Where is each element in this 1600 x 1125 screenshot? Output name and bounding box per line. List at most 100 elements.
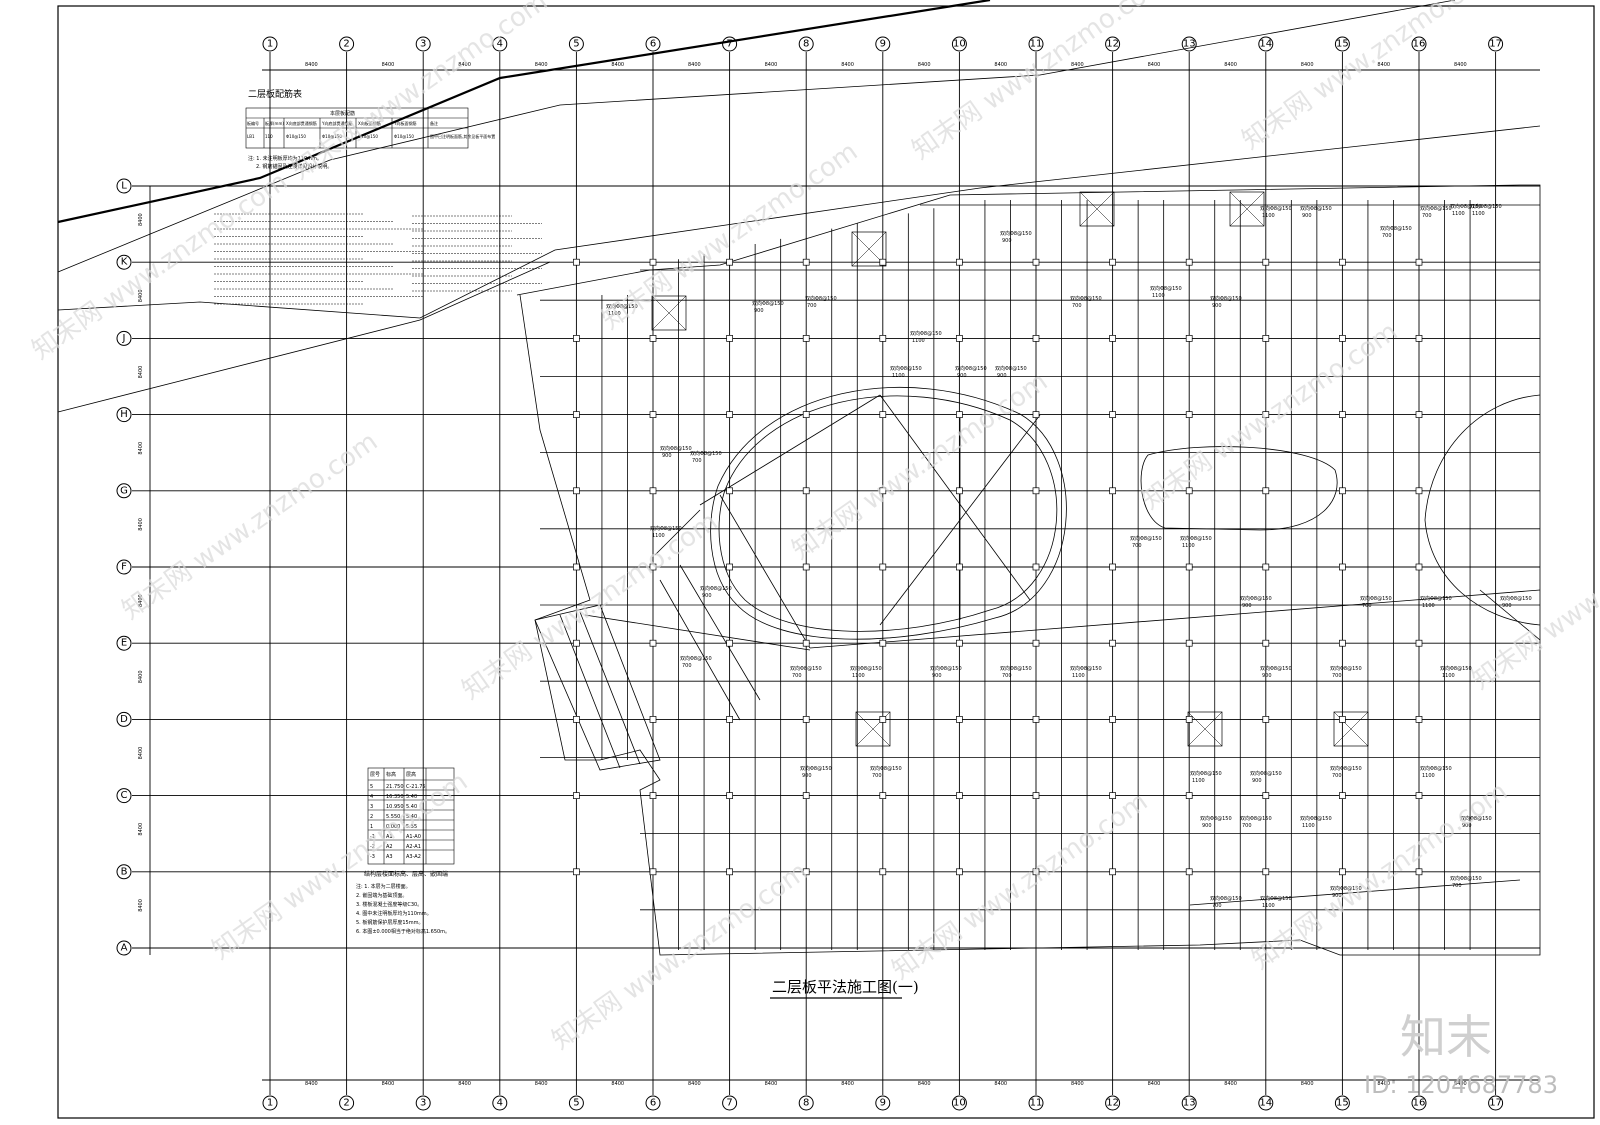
spacing-label: 8400 xyxy=(138,747,144,760)
slab-dim-label: 900 xyxy=(1212,303,1222,309)
elevation-cell: A3 xyxy=(386,854,393,860)
slab-rebar-label: 双向Φ8@150 xyxy=(1460,815,1492,822)
rebar-table-cell: 110 xyxy=(265,134,273,139)
axis-bubble-col: 1 xyxy=(262,1095,278,1111)
axis-label: 11 xyxy=(1030,1098,1043,1109)
spacing-label: 8400 xyxy=(138,823,144,836)
elevation-cell: -3 xyxy=(370,854,375,860)
spacing-label: 8400 xyxy=(841,62,854,68)
watermark-text: 知末网 www.znzmo.com xyxy=(1237,0,1503,156)
slab-rebar-label: 双向Φ8@150 xyxy=(790,665,822,672)
elevation-cell: 5 xyxy=(370,784,373,790)
elevation-cell: 1 xyxy=(370,824,373,830)
slab-rebar-label: 双向Φ8@150 xyxy=(1450,203,1482,210)
axis-label: 4 xyxy=(497,1098,503,1109)
slab-dim-label: 1100 xyxy=(1152,293,1165,299)
axis-bubble-row: C xyxy=(116,788,132,804)
slab-rebar-label: 双向Φ8@150 xyxy=(1260,205,1292,212)
slab-dim-label: 1100 xyxy=(1422,773,1435,779)
spacing-label: 8400 xyxy=(382,62,395,68)
column xyxy=(956,258,963,266)
column xyxy=(573,716,580,723)
axis-bubble-col: 4 xyxy=(492,36,508,52)
column xyxy=(649,792,657,799)
axis-label: 15 xyxy=(1336,39,1349,50)
column xyxy=(726,487,733,495)
spacing-label: 8400 xyxy=(138,899,144,912)
slab-dim-label: 900 xyxy=(1502,603,1512,609)
column xyxy=(573,792,580,799)
slab-dim-label: 1100 xyxy=(1302,823,1315,829)
rebar-note-2: 2. 钢筋锚固及连接详见设计说明。 xyxy=(256,163,332,170)
axis-label: C xyxy=(121,790,128,801)
column xyxy=(956,487,963,495)
column xyxy=(879,487,887,495)
watermark-text: 知末网 www.znzmo.com xyxy=(887,787,1153,986)
slab-dim-label: 1100 xyxy=(852,673,865,679)
spacing-label: 8400 xyxy=(1377,62,1390,68)
slab-dim-label: 1100 xyxy=(1472,211,1485,217)
design-notes xyxy=(214,213,542,305)
axis-bubble-row: G xyxy=(116,483,132,499)
column xyxy=(573,411,580,418)
slab-rebar-label: 双向Φ8@150 xyxy=(1150,285,1182,292)
slab-rebar-label: 双向Φ8@150 xyxy=(660,445,692,452)
slab-dim-label: 700 xyxy=(807,303,817,309)
spacing-label: 8400 xyxy=(1224,62,1237,68)
slab-dim-label: 700 xyxy=(1072,303,1082,309)
axis-bubble-col: 14 xyxy=(1258,1095,1274,1111)
spacing-label: 8400 xyxy=(765,62,778,68)
column xyxy=(726,563,733,571)
dimension-labels: 8400 8400 8400 8400 8400 8400 8400 8400 8400 8400… xyxy=(138,62,1467,1087)
slab-rebar-label: 双向Φ8@150 xyxy=(1240,815,1272,822)
axis-bubble-col: 9 xyxy=(875,36,891,52)
spacing-label: 8400 xyxy=(535,62,548,68)
column xyxy=(879,335,887,342)
column xyxy=(879,563,887,571)
axis-bubble-col: 12 xyxy=(1105,1095,1121,1111)
column xyxy=(1262,639,1270,647)
axis-label: A xyxy=(121,943,128,954)
slab-rebar-label: 双向Φ8@150 xyxy=(1130,535,1162,542)
column xyxy=(1109,639,1116,647)
axis-bubble-col: 4 xyxy=(492,1095,508,1111)
spacing-label: 8400 xyxy=(1301,62,1314,68)
slab-rebar-label: 双向Φ8@150 xyxy=(1260,665,1292,672)
axis-bubble-col: 8 xyxy=(798,1095,814,1111)
axis-label: 9 xyxy=(880,39,886,50)
axis-label: 1 xyxy=(267,1098,273,1109)
axis-label: 5 xyxy=(573,1098,579,1109)
column xyxy=(1032,639,1040,647)
column xyxy=(1109,716,1116,723)
slab-rebar-label: 双向Φ8@150 xyxy=(800,765,832,772)
slab-rebar-label: 双向Φ8@150 xyxy=(1260,895,1292,902)
column xyxy=(879,258,887,266)
axis-label: 8 xyxy=(803,1098,809,1109)
column xyxy=(649,639,657,647)
slab-rebar-label: 双向Φ8@150 xyxy=(1240,595,1272,602)
column xyxy=(1109,411,1116,418)
slab-rebar-label: 双向Φ8@150 xyxy=(955,365,987,372)
spacing-label: 8400 xyxy=(138,289,144,302)
column xyxy=(649,563,657,571)
slab-dim-label: 1100 xyxy=(892,373,905,379)
elevation-cell: 5.55 xyxy=(406,824,417,830)
column xyxy=(1262,487,1270,495)
slab-rebar-label: 双向Φ8@150 xyxy=(1440,665,1472,672)
elevation-note: 5. 板钢筋保护层厚度15mm。 xyxy=(356,919,423,926)
spacing-label: 8400 xyxy=(305,62,318,68)
column xyxy=(649,335,657,342)
elevation-cell: A3-A2 xyxy=(406,854,421,860)
spacing-label: 8400 xyxy=(1071,62,1084,68)
axis-label: 4 xyxy=(497,39,503,50)
rebar-table-cell: Φ10@150 xyxy=(322,134,342,139)
column xyxy=(1415,716,1423,723)
elevation-note: 6. 本图±0.000相当于绝对标高1.650m。 xyxy=(356,928,450,935)
elevation-note: 3. 楼板混凝土强度等级C30。 xyxy=(356,901,422,908)
column xyxy=(956,868,963,876)
slab-dim-label: 700 xyxy=(872,773,882,779)
column xyxy=(1415,411,1423,418)
column xyxy=(1339,563,1346,571)
column xyxy=(1032,411,1040,418)
